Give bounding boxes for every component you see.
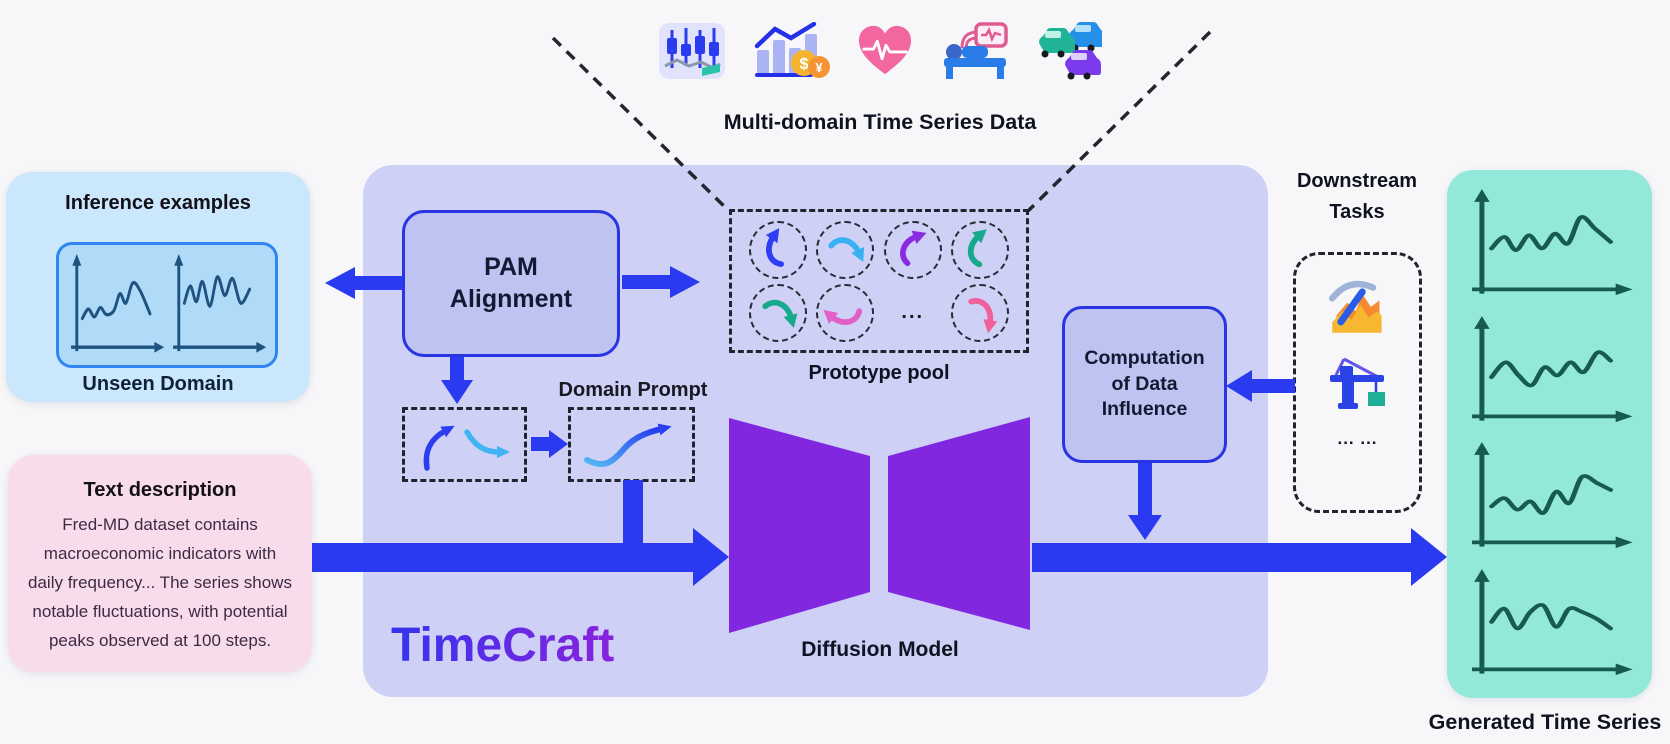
prototype-arrows-icon [423,425,510,471]
unseen-domain-charts [56,242,278,368]
multi-domain-label: Multi-domain Time Series Data [723,110,1037,134]
prototype-arrow [748,283,807,342]
prototype-pool-label: Prototype pool [808,362,950,384]
text-description-title: Text description [83,479,237,501]
prototype-arrow [951,220,1010,279]
prototype-arrow [816,220,875,279]
unseen-chart-2 [169,251,267,359]
downstream-tasks-label: Downstream Tasks [1282,166,1432,228]
computation-line1: Computation [1084,347,1205,370]
timecraft-logo: TimeCraft [391,619,615,672]
pam-alignment-box: PAM Alignment [402,210,620,357]
selected-prototypes-box [402,407,527,482]
generated-series-panel [1447,170,1652,698]
generated-chart-1 [1465,186,1634,302]
data-mining-icon [1328,280,1382,333]
construction-crane-icon [1329,357,1385,409]
desc-line: macroeconomic indicators with [43,544,277,563]
computation-line2: of Data [1111,372,1178,395]
prototype-arrow [883,220,942,279]
generated-time-series-label: Generated Time Series [1428,710,1662,734]
prototype-arrow [816,283,875,342]
domain-prompt-box [568,407,695,482]
pam-label-line2: Alignment [449,284,573,313]
prototype-pool-grid: ... [729,209,1029,353]
unseen-domain-label: Unseen Domain [82,373,234,395]
downstream-label-line1: Downstream [1296,170,1418,192]
downstream-tasks-box: ... ... [1293,252,1422,513]
generated-chart-4 [1465,566,1634,682]
computation-of-data-influence-box: Computation of Data Influence [1062,306,1227,463]
generated-chart-3 [1465,439,1634,555]
diffusion-model-label: Diffusion Model [801,638,959,661]
domain-prompt-wave-icon [584,423,672,467]
inference-title: Inference examples [65,192,251,214]
prototype-arrow [951,283,1010,342]
desc-line: daily frequency... The series shows [28,573,292,592]
computation-line3: Influence [1101,398,1188,421]
downstream-ellipsis: ... ... [1337,429,1378,448]
svg-text:$: $ [800,56,809,73]
candlestick-chart-icon [659,23,725,79]
financial-growth-icon: $ ¥ [754,22,830,78]
pam-label-line1: PAM [484,253,538,282]
inference-examples-panel: Inference examples Unseen Domain [6,172,310,402]
unseen-chart-1 [67,251,165,359]
domain-prompt-label: Domain Prompt [558,379,708,401]
desc-line: notable fluctuations, with potential [32,602,288,621]
text-description-panel: Text description Fred-MD dataset contain… [8,455,312,672]
svg-text:¥: ¥ [815,60,823,75]
prototype-arrow [748,220,807,279]
pool-ellipsis: ... [901,301,925,323]
generated-chart-2 [1465,313,1634,429]
multi-domain-icons: $ ¥ [640,18,1120,84]
traffic-cars-icon [1039,22,1102,80]
downstream-label-line2: Tasks [1329,201,1385,223]
health-ecg-icon [858,25,912,75]
text-description-body: Fred-MD dataset contains macroeconomic i… [8,510,312,655]
hospital-bed-icon [944,22,1008,79]
desc-line: Fred-MD dataset contains [62,515,258,534]
desc-line: peaks observed at 100 steps. [48,631,272,650]
